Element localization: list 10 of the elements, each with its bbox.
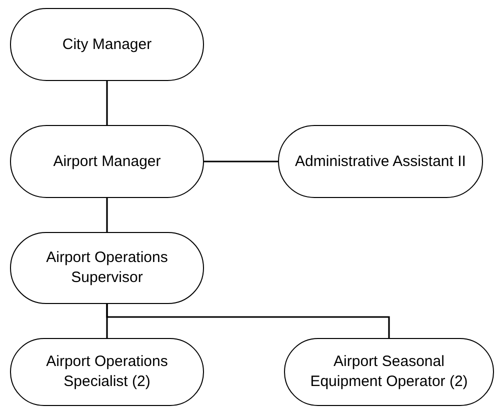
- node-label: Airport Seasonal Equipment Operator (2): [309, 352, 469, 392]
- node-label: City Manager: [62, 34, 152, 54]
- connector-line: [204, 160, 278, 162]
- node-label: Airport Manager: [53, 152, 161, 172]
- connector-line: [106, 81, 108, 125]
- connector-line: [106, 304, 390, 338]
- node-label: Administrative Assistant II: [295, 152, 466, 172]
- node-label: Airport Operations Supervisor: [45, 248, 169, 288]
- node-label: Airport Operations Specialist (2): [45, 352, 169, 392]
- connector-line: [106, 198, 108, 232]
